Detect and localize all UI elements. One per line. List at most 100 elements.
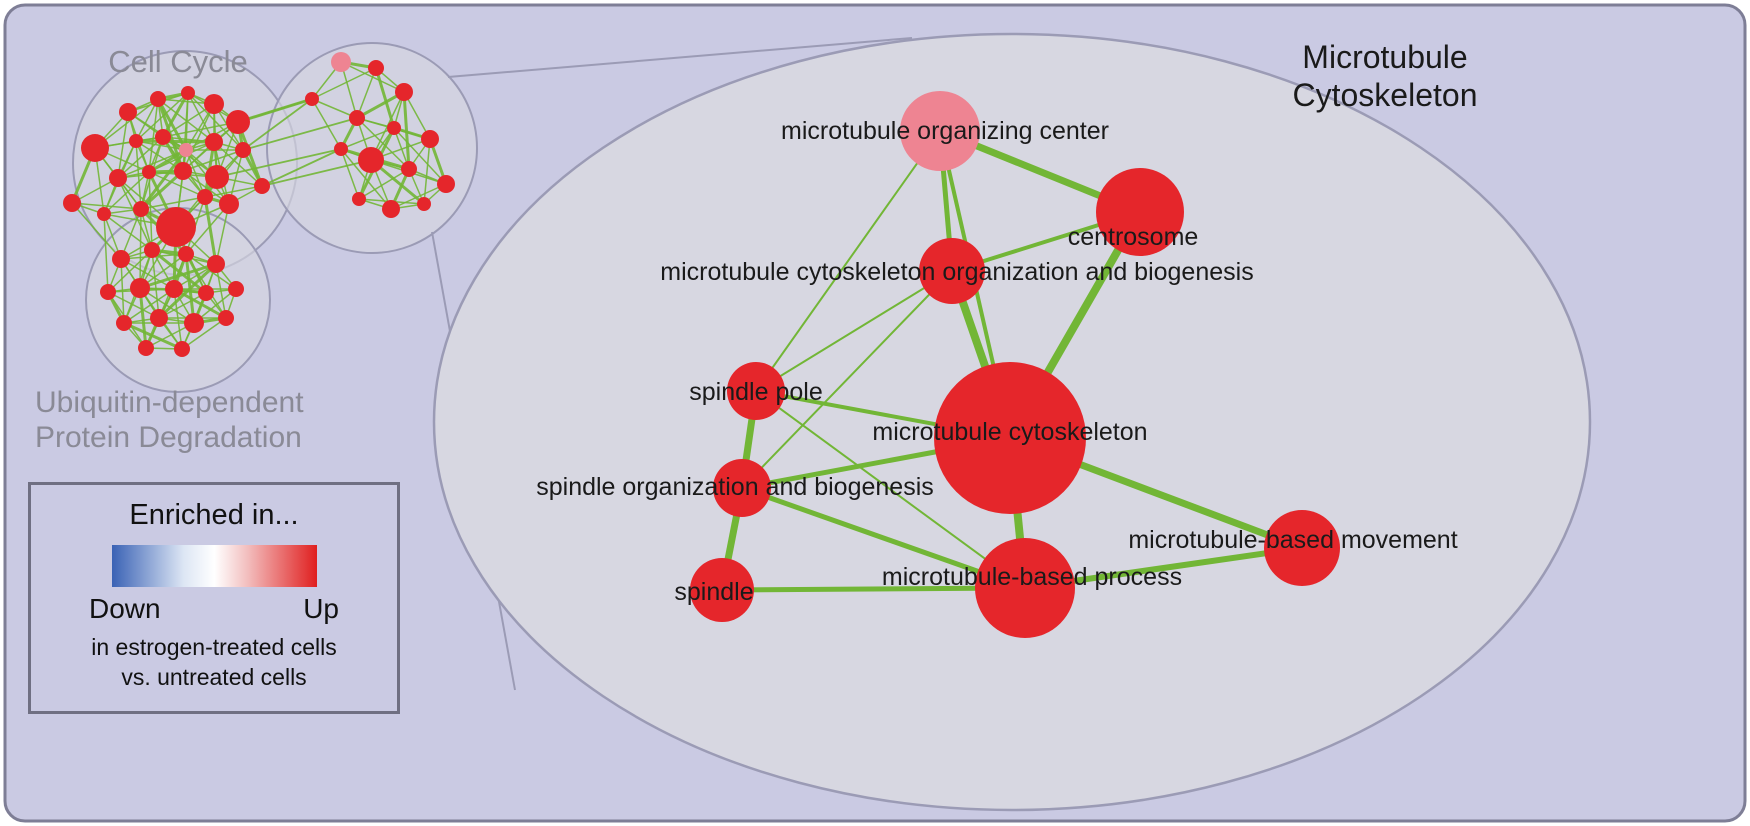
- overview-node: [331, 52, 351, 72]
- overview-node: [184, 313, 204, 333]
- overview-node: [352, 192, 366, 206]
- overview-node: [382, 200, 400, 218]
- overview-node: [179, 143, 193, 157]
- overview-node: [218, 310, 234, 326]
- overview-edge: [340, 148, 392, 210]
- label-mbm: microtubule-based movement: [1128, 526, 1457, 554]
- overview-edge: [390, 183, 447, 210]
- overview-node: [150, 91, 166, 107]
- overview-node: [181, 86, 195, 100]
- node-spindle_org: [713, 459, 771, 517]
- overview-edge: [162, 121, 239, 138]
- node-mbp: [975, 538, 1075, 638]
- overview-node: [207, 255, 225, 273]
- overview-edge: [182, 103, 215, 172]
- node-mbm: [1264, 510, 1340, 586]
- overview-edge: [139, 262, 217, 290]
- overview-node: [421, 130, 439, 148]
- overview-edge: [358, 168, 410, 200]
- overview-node: [334, 142, 348, 156]
- overview-node: [142, 165, 156, 179]
- overview-node: [228, 281, 244, 297]
- overview-edge: [103, 213, 109, 293]
- overview-edge: [123, 288, 175, 324]
- overview-edge: [185, 203, 230, 255]
- overview-node: [417, 197, 431, 211]
- edge-mcob-spindle_pole: [755, 270, 953, 392]
- overview-node: [174, 162, 192, 180]
- legend-caption-line2: vs. untreated cells: [121, 663, 307, 690]
- overview-edge: [215, 203, 230, 265]
- overview-edge: [139, 149, 188, 210]
- overview-edge: [148, 171, 153, 251]
- label-spindle_org: spindle organization and biogenesis: [536, 473, 934, 501]
- overview-edge: [107, 249, 153, 293]
- overview-edge: [117, 111, 129, 179]
- legend-up-label: Up: [303, 593, 339, 624]
- overview-node: [235, 142, 251, 158]
- overview-edge: [261, 148, 342, 187]
- overview-node: [395, 83, 413, 101]
- label-spindle: spindle: [674, 578, 753, 606]
- overview-edge: [135, 92, 189, 142]
- overview-node: [119, 103, 137, 121]
- overview-edge: [213, 141, 263, 187]
- edge-spindle-mbp: [721, 585, 1026, 593]
- section-label-microtubule-cytoskeleton: Cytoskeleton: [1293, 77, 1478, 113]
- overview-edge: [140, 196, 206, 210]
- overview-node: [144, 242, 160, 258]
- overview-edge: [237, 98, 313, 123]
- overview-node: [174, 341, 190, 357]
- legend-endpoint-labels: Down Up: [89, 593, 339, 625]
- detail-nodes: [690, 91, 1340, 638]
- overview-node: [63, 194, 81, 212]
- overview-edge: [311, 98, 342, 150]
- overview-edge: [204, 185, 263, 198]
- overview-node: [156, 207, 196, 247]
- overview-edge: [107, 291, 160, 319]
- overview-edge: [139, 169, 185, 211]
- overview-node: [109, 169, 127, 187]
- overview-node: [100, 284, 116, 300]
- legend-caption: in estrogen-treated cells vs. untreated …: [31, 633, 397, 693]
- overview-node: [138, 340, 154, 356]
- overview-edge: [103, 213, 153, 251]
- node-spindle_pole: [727, 362, 785, 420]
- magnifier-line: [447, 37, 913, 78]
- overview-edge: [148, 98, 159, 173]
- section-label-microtubule-cytoskeleton: Microtubule: [1302, 39, 1467, 75]
- overview-node: [150, 309, 168, 327]
- overview-edge: [120, 258, 175, 290]
- overview-node: [368, 60, 384, 76]
- edge-mcob-spindle_org: [741, 270, 953, 489]
- overview-node: [205, 133, 223, 151]
- overview-node: [437, 175, 455, 193]
- overview-edge: [203, 196, 218, 265]
- overview-node: [219, 194, 239, 214]
- overview-edge: [123, 321, 183, 351]
- overview-edge: [117, 149, 187, 179]
- section-label-ubiquitin-dependent-protein-degradation: Ubiquitin-dependent: [35, 386, 304, 419]
- overview-edge: [148, 171, 206, 198]
- overview-edge: [173, 287, 227, 320]
- overview-edge: [182, 149, 244, 172]
- overview-edge: [173, 288, 183, 350]
- overview-node: [130, 278, 150, 298]
- overview-nodes: [63, 52, 455, 357]
- overview-node: [358, 147, 384, 173]
- overview-edge: [216, 148, 342, 178]
- overview-edge: [181, 317, 227, 350]
- label-mbp: microtubule-based process: [882, 563, 1182, 591]
- overview-node: [349, 110, 365, 126]
- overview-edge: [187, 92, 215, 143]
- node-mcob: [919, 238, 985, 304]
- legend-down-label: Down: [89, 593, 161, 624]
- overview-edge: [148, 141, 215, 173]
- overview-node: [387, 121, 401, 135]
- overview-edge: [311, 98, 358, 119]
- overview-node: [205, 165, 229, 189]
- overview-edge: [340, 127, 395, 150]
- legend: Enriched in... Down Up in estrogen-treat…: [28, 482, 400, 714]
